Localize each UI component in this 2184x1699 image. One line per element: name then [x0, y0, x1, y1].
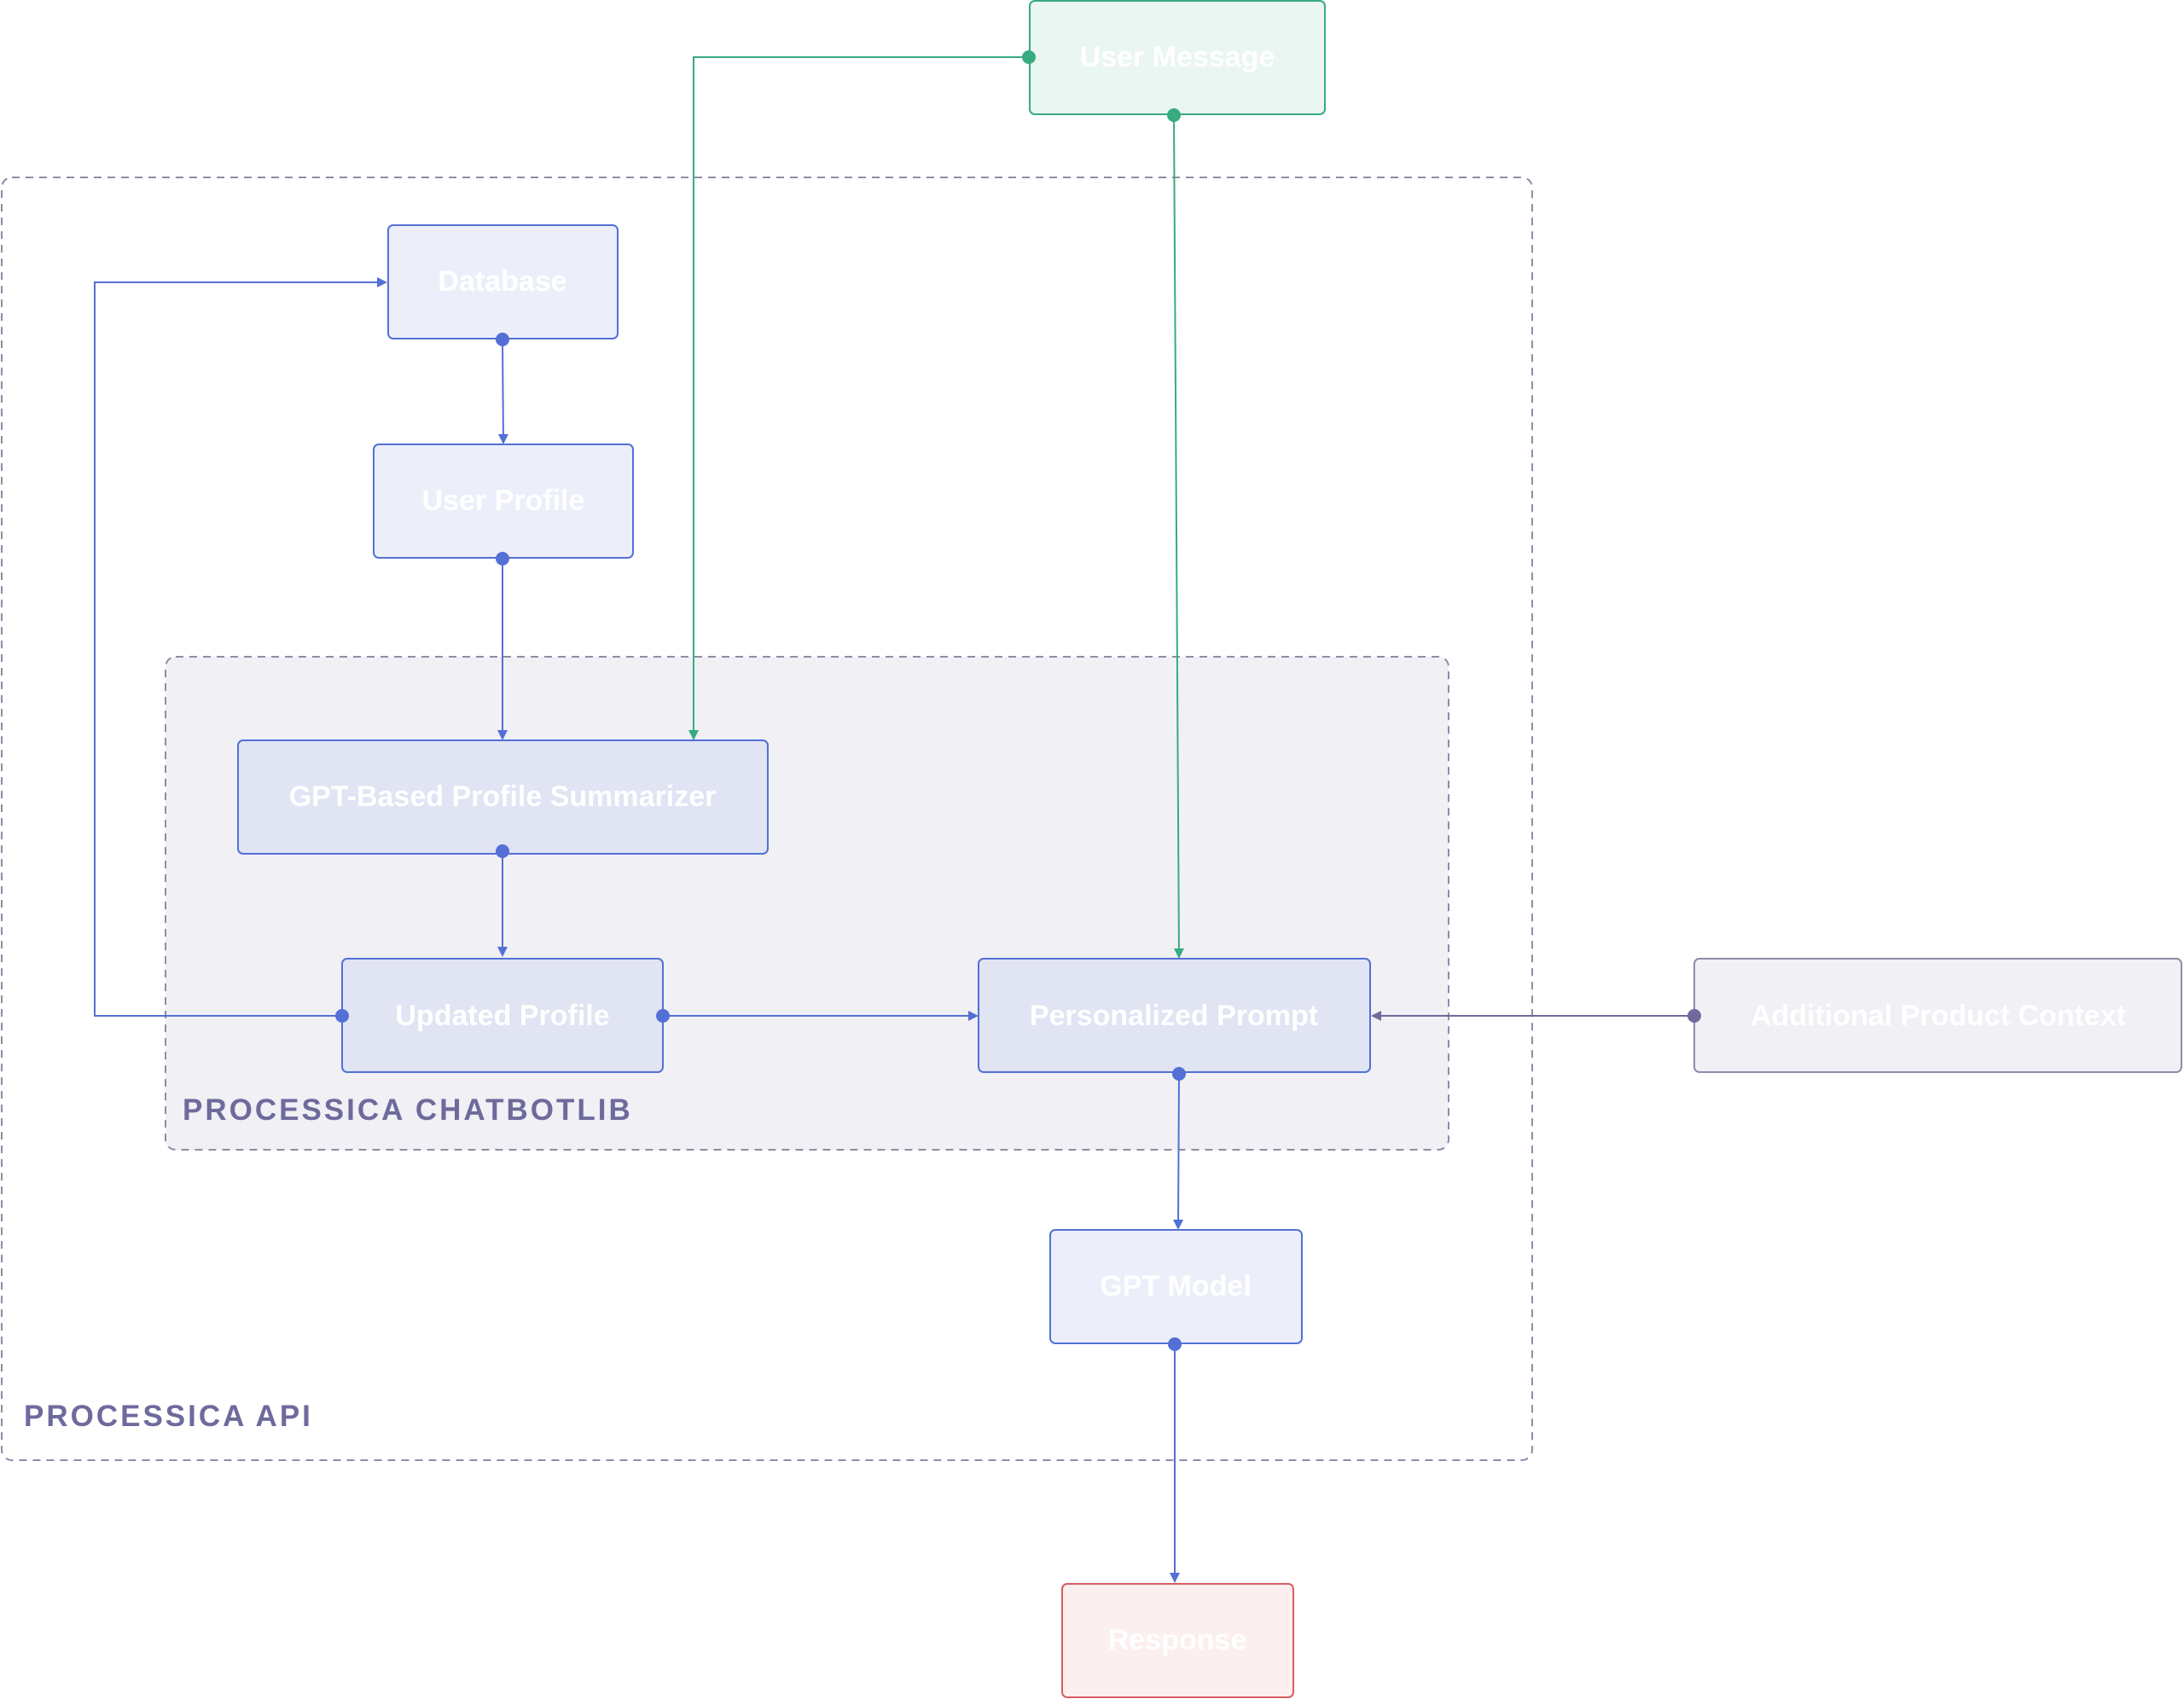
edge-database-to-user-profile	[497, 339, 508, 444]
connection-ports	[335, 50, 1701, 1351]
group-label-chatbotlib: PROCESSICA CHATBOTLIB	[183, 1093, 633, 1127]
port-gpt-model-bottom	[1168, 1337, 1182, 1351]
node-summarizer[interactable]: GPT-Based Profile Summarizer	[237, 739, 769, 855]
node-label-additional-context: Additional Product Context	[1751, 1000, 2126, 1032]
node-personalized-prompt[interactable]: Personalized Prompt	[978, 958, 1371, 1073]
node-label-database: Database	[438, 265, 566, 298]
node-label-personalized-prompt: Personalized Prompt	[1030, 1000, 1318, 1032]
node-database[interactable]: Database	[387, 224, 619, 339]
node-label-user-message: User Message	[1080, 41, 1275, 73]
group-processica-chatbotlib: PROCESSICA CHATBOTLIB	[165, 656, 1449, 1151]
port-database-bottom	[496, 333, 509, 346]
port-updated-profile-left	[335, 1009, 349, 1023]
node-gpt-model[interactable]: GPT Model	[1049, 1229, 1303, 1344]
node-additional-context[interactable]: Additional Product Context	[1693, 958, 2182, 1073]
node-label-gpt-model: GPT Model	[1100, 1270, 1252, 1302]
edges	[94, 56, 1694, 1583]
node-user-profile[interactable]: User Profile	[373, 444, 634, 559]
port-user-message-bottom	[1167, 108, 1181, 122]
edge-updated-profile-to-database	[94, 277, 387, 1017]
port-personalized-prompt-bottom	[1172, 1067, 1186, 1081]
port-summarizer-bottom	[496, 844, 509, 858]
node-label-response: Response	[1108, 1624, 1247, 1656]
node-user-message[interactable]: User Message	[1029, 0, 1326, 115]
node-response[interactable]: Response	[1061, 1583, 1294, 1698]
port-updated-profile-right	[656, 1009, 670, 1023]
node-updated-profile[interactable]: Updated Profile	[341, 958, 664, 1073]
node-label-user-profile: User Profile	[422, 484, 585, 517]
edge-prompt-to-gpt-model	[1173, 1073, 1184, 1230]
node-label-updated-profile: Updated Profile	[395, 1000, 609, 1032]
edge-user-message-to-prompt	[1173, 114, 1184, 959]
port-additional-context-left	[1687, 1009, 1701, 1023]
port-user-message-left	[1022, 50, 1036, 64]
nodes: User Message Database User Profile GPT-B…	[237, 0, 2182, 1698]
port-user-profile-bottom	[496, 552, 509, 565]
node-label-summarizer: GPT-Based Profile Summarizer	[289, 780, 717, 813]
edge-user-message-to-summarizer	[688, 56, 1029, 740]
group-label-api: PROCESSICA API	[24, 1400, 313, 1433]
